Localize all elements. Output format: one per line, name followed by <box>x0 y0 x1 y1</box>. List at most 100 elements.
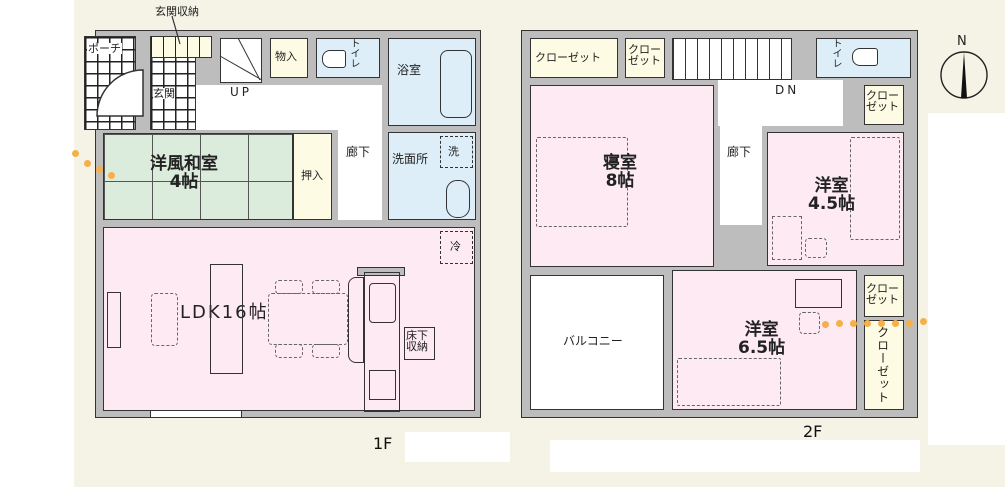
blank-block <box>405 432 510 462</box>
closet-small-line2: ゼット <box>628 54 661 67</box>
storage-label: 物入 <box>275 50 297 63</box>
kitchen-sink-icon <box>369 283 396 323</box>
oshiire-label: 押入 <box>301 169 323 182</box>
room-japanese <box>103 133 293 220</box>
chair-icon <box>312 344 340 358</box>
chair-icon <box>799 312 820 334</box>
stairs-down <box>672 38 792 80</box>
toilet-label-2f: トイレ <box>830 38 841 68</box>
balcony-label: バルコニー <box>563 334 623 348</box>
porch-label: ポーチ <box>87 42 122 55</box>
closet-line2: ゼット <box>866 100 899 113</box>
stairs-down-label: DN <box>775 83 800 97</box>
window <box>150 410 242 418</box>
sofa-icon <box>210 264 243 374</box>
underfloor-storage-label: 床下 収納 <box>406 330 428 352</box>
washer-label: 洗 <box>448 145 459 158</box>
underfloor-storage-box <box>404 327 435 360</box>
ldk-label: LDK16帖 <box>180 302 269 323</box>
toilet-label: トイレ <box>348 38 359 68</box>
closet-right-mid <box>864 275 904 317</box>
room-hallway-2f <box>720 85 762 225</box>
kitchen-island-icon <box>348 277 364 363</box>
western-room-b-label: 洋室 6.5帖 <box>738 320 786 358</box>
room-storage <box>270 38 308 78</box>
japanese-room-label: 洋風和室 4帖 <box>150 154 218 192</box>
washer-space <box>440 136 473 168</box>
entrance-storage-label: 玄関収納 <box>155 5 199 18</box>
fridge-space <box>440 231 473 264</box>
closet-small <box>625 38 665 78</box>
room-washroom <box>388 132 476 220</box>
closet-line1: クロー <box>866 282 899 295</box>
chair-icon <box>275 344 303 358</box>
room-balcony <box>530 275 664 410</box>
compass-needle-icon <box>940 51 988 99</box>
compass-north-label: N <box>957 34 967 49</box>
western-room-b-name: 洋室 <box>744 320 779 340</box>
closet-long <box>530 38 618 78</box>
bed-icon <box>677 358 781 406</box>
master-bedroom-size: 8帖 <box>605 170 635 191</box>
toilet-icon <box>852 48 878 66</box>
kitchen-counter <box>364 272 400 412</box>
stove-icon <box>369 370 396 400</box>
bathtub-icon <box>440 50 472 118</box>
bed-icon <box>850 137 900 240</box>
western-room-a-name: 洋室 <box>814 176 849 196</box>
hall-floor <box>196 85 346 130</box>
entrance-storage <box>150 36 212 58</box>
floor-1-label: 1F <box>373 434 393 453</box>
washroom-label: 洗面所 <box>392 152 429 166</box>
western-room-b-size: 6.5帖 <box>738 337 786 358</box>
desk-icon <box>795 279 842 308</box>
blank-block <box>928 113 1005 445</box>
closet-long-label: クローゼット <box>535 51 601 64</box>
western-room-a-size: 4.5帖 <box>808 193 856 214</box>
closet-right-mid-label: クロー ゼット <box>866 283 899 305</box>
chair-icon <box>805 238 827 258</box>
hallway-label-2f: 廊下 <box>727 145 752 159</box>
closet-small-label: クロー ゼット <box>628 44 661 66</box>
room-bathroom <box>388 38 476 126</box>
western-room-a-label: 洋室 4.5帖 <box>808 176 856 214</box>
entry-door-swing <box>96 69 144 117</box>
closet-line1: クロー <box>866 89 899 102</box>
dining-table-icon <box>268 293 348 345</box>
closet-small-line1: クロー <box>628 43 661 56</box>
room-hallway-1f <box>338 85 382 220</box>
hallway-label-1f: 廊下 <box>346 145 371 159</box>
underfloor-storage-line1: 床下 <box>406 329 428 342</box>
entrance-label: 玄関 <box>153 87 175 100</box>
closet-right-top-label: クロー ゼット <box>866 90 899 112</box>
japanese-room-size: 4帖 <box>169 171 199 192</box>
closet-right-top <box>864 85 904 125</box>
coffee-table-icon <box>151 293 178 346</box>
fridge-label: 冷 <box>450 240 461 253</box>
leader-line <box>171 15 181 45</box>
bed-icon <box>536 137 628 227</box>
chair-icon <box>312 280 340 294</box>
blank-block <box>550 440 920 472</box>
closet-line2: ゼット <box>866 293 899 306</box>
room-ldk <box>103 227 475 411</box>
closet-vertical-label: クローゼット <box>875 326 890 404</box>
room-master-bedroom <box>530 85 714 267</box>
sink-icon <box>446 180 470 218</box>
master-bedroom-name: 寝室 <box>603 153 637 173</box>
stairs-up-label: UP <box>230 85 253 99</box>
master-bedroom-label: 寝室 8帖 <box>603 153 637 191</box>
room-western-6-5 <box>672 270 857 410</box>
bathroom-label: 浴室 <box>397 63 422 77</box>
floor-2-label: 2F <box>803 422 823 441</box>
room-closet-oshiire <box>293 133 332 220</box>
stairs-arrow <box>219 37 263 81</box>
kitchen-wall <box>357 267 405 276</box>
japanese-room-name: 洋風和室 <box>150 154 218 174</box>
tv-stand-icon <box>107 292 121 348</box>
desk-icon <box>772 216 802 260</box>
chair-icon <box>275 280 303 294</box>
underfloor-storage-line2: 収納 <box>406 340 428 353</box>
room-western-4-5 <box>767 132 904 266</box>
toilet-icon <box>322 50 346 68</box>
